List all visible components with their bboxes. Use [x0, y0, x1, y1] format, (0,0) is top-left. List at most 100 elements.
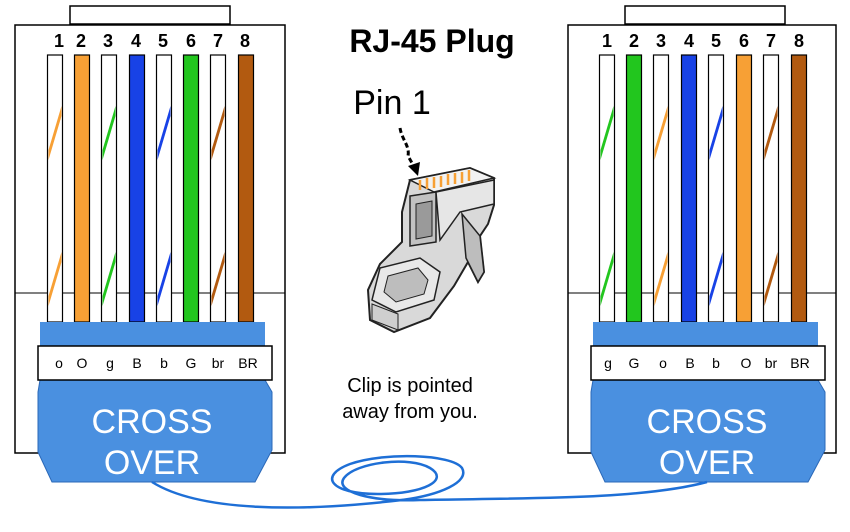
left-wire-body — [73, 54, 91, 323]
left-wire-stripe — [102, 106, 116, 160]
left-code-strip — [37, 345, 273, 381]
right-wire — [652, 54, 670, 323]
left-wire-body — [128, 54, 146, 323]
right-wire-stripe — [654, 252, 668, 306]
right-wire-stripe — [654, 106, 668, 160]
left-pin-number: 4 — [131, 31, 141, 51]
left-pin-number: 5 — [158, 31, 168, 51]
right-connector: 1 2 3 4 5 6 7 8 g G o B b O br BR CROSS … — [567, 5, 837, 483]
right-color-codes: g G o B b O br BR — [604, 355, 810, 371]
right-boot — [590, 379, 826, 483]
right-pin-numbers: 1 2 3 4 5 6 7 8 — [602, 31, 804, 51]
right-color-code: g — [604, 355, 612, 371]
left-wire-stripe — [48, 106, 62, 160]
rj45-plug-illustration — [366, 166, 497, 334]
left-color-code: o — [55, 355, 63, 371]
left-color-code: g — [106, 355, 114, 371]
right-color-code: o — [659, 355, 667, 371]
right-wire-stripe — [600, 106, 614, 160]
left-wire — [182, 54, 200, 323]
right-wire-body — [735, 54, 753, 323]
left-boot-label-line2: OVER — [104, 444, 200, 482]
left-color-code: b — [160, 355, 168, 371]
right-color-code: B — [685, 355, 694, 371]
left-wire-stripe — [157, 106, 171, 160]
right-color-code: O — [741, 355, 752, 371]
left-color-codes: o O g B b G br BR — [55, 355, 258, 371]
left-pin-numbers: 1 2 3 4 5 6 7 8 — [54, 31, 250, 51]
left-pin-number: 3 — [103, 31, 113, 51]
left-wire — [128, 54, 146, 323]
right-wires — [598, 54, 808, 323]
left-wire-stripe — [211, 106, 225, 160]
left-wire — [46, 54, 64, 323]
right-pin-number: 2 — [629, 31, 639, 51]
right-wire-stripe — [764, 252, 778, 306]
right-pin-number: 5 — [711, 31, 721, 51]
left-pin-number: 8 — [240, 31, 250, 51]
pin1-arrow — [398, 127, 420, 176]
left-wire — [73, 54, 91, 323]
right-pin-number: 4 — [684, 31, 694, 51]
right-pin-number: 3 — [656, 31, 666, 51]
right-color-code: b — [712, 355, 720, 371]
left-wires — [46, 54, 255, 323]
right-wire — [598, 54, 616, 323]
left-wire — [155, 54, 173, 323]
left-wire-stripe — [157, 252, 171, 306]
left-color-code: G — [186, 355, 197, 371]
right-color-code: BR — [790, 355, 809, 371]
right-wire — [762, 54, 780, 323]
right-wire-body — [625, 54, 643, 323]
left-pin-number: 2 — [76, 31, 86, 51]
right-pin-number: 7 — [766, 31, 776, 51]
right-pin-number: 8 — [794, 31, 804, 51]
left-connector: 1 2 3 4 5 6 7 8 o O g B b G br BR CROSS … — [14, 5, 286, 483]
left-boot — [37, 379, 273, 483]
right-wire — [625, 54, 643, 323]
right-code-strip — [590, 345, 826, 381]
right-wire-stripe — [600, 252, 614, 306]
left-boot-top — [40, 322, 265, 346]
left-wire-body — [237, 54, 255, 323]
diagram-title: RJ-45 Plug — [349, 23, 514, 59]
right-color-code: G — [629, 355, 640, 371]
left-wire-stripe — [102, 252, 116, 306]
right-color-code: br — [765, 355, 778, 371]
left-pin-number: 6 — [186, 31, 196, 51]
left-wire — [100, 54, 118, 323]
left-wire-stripe — [211, 252, 225, 306]
right-wire — [790, 54, 808, 323]
clip-note-line2: away from you. — [342, 401, 478, 423]
right-wire — [735, 54, 753, 323]
pin1-label: Pin 1 — [353, 84, 431, 122]
right-wire-stripe — [764, 106, 778, 160]
right-wire-stripe — [709, 106, 723, 160]
right-boot-top — [593, 322, 818, 346]
left-color-code: B — [132, 355, 141, 371]
left-wire — [237, 54, 255, 323]
clip-note-line1: Clip is pointed — [347, 375, 473, 397]
left-boot-label-line1: CROSS — [92, 403, 213, 441]
left-color-code: BR — [238, 355, 257, 371]
right-boot-label-line1: CROSS — [647, 403, 768, 441]
left-wire-stripe — [48, 252, 62, 306]
left-color-code: br — [212, 355, 225, 371]
plug-contacts — [418, 170, 471, 190]
right-pin-number: 6 — [739, 31, 749, 51]
left-pin-number: 1 — [54, 31, 64, 51]
left-pin-number: 7 — [213, 31, 223, 51]
left-wire-body — [182, 54, 200, 323]
crossover-cable — [151, 454, 708, 509]
right-boot-label-line2: OVER — [659, 444, 755, 482]
right-wire-body — [680, 54, 698, 323]
left-wire — [209, 54, 227, 323]
right-wire — [680, 54, 698, 323]
right-plug-clip-tab — [624, 5, 786, 25]
left-plug-clip-tab — [69, 5, 231, 25]
right-pin-number: 1 — [602, 31, 612, 51]
right-wire — [707, 54, 725, 323]
left-color-code: O — [77, 355, 88, 371]
right-wire-body — [790, 54, 808, 323]
